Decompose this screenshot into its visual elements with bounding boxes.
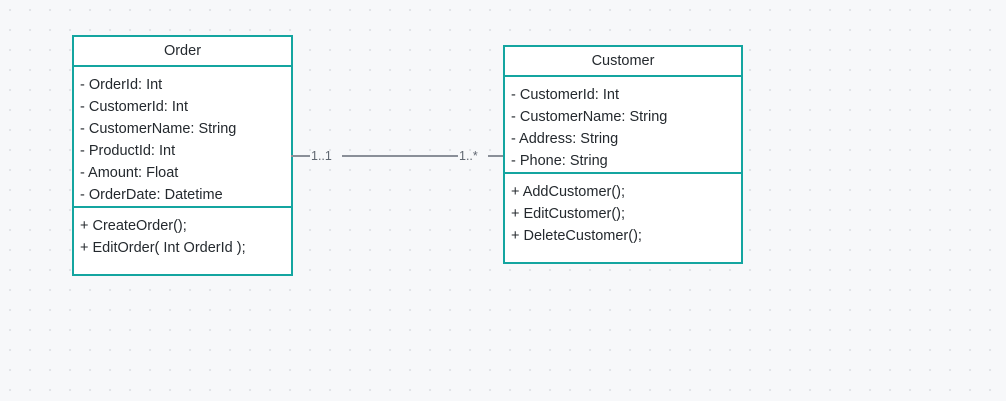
uml-attribute: - Address: String [511,131,619,147]
uml-class-order[interactable]: Order - OrderId: Int - CustomerId: Int -… [72,35,293,276]
uml-class-order-methods: + CreateOrder(); + EditOrder( Int OrderI… [74,208,291,265]
uml-attribute: - OrderDate: Datetime [80,187,223,203]
uml-attribute: - Phone: String [511,153,608,169]
uml-class-order-attributes: - OrderId: Int - CustomerId: Int - Custo… [74,67,291,208]
uml-class-customer[interactable]: Customer - CustomerId: Int - CustomerNam… [503,45,743,264]
uml-method: + AddCustomer(); [511,184,626,200]
association-line-segment [291,155,310,157]
uml-method: + CreateOrder(); [80,218,187,234]
uml-class-customer-title: Customer [505,47,741,77]
association-line-segment [342,155,458,157]
uml-method: + EditCustomer(); [511,206,626,222]
uml-class-customer-attributes: - CustomerId: Int - CustomerName: String… [505,77,741,174]
association-line-segment [488,155,505,157]
uml-class-customer-methods: + AddCustomer(); + EditCustomer(); + Del… [505,174,741,253]
uml-method: + EditOrder( Int OrderId ); [80,240,246,256]
uml-attribute: - OrderId: Int [80,77,163,93]
uml-attribute: - Amount: Float [80,165,179,181]
association-target-multiplicity: 1..* [459,149,478,163]
uml-attribute: - CustomerId: Int [80,99,188,115]
uml-class-order-title: Order [74,37,291,67]
uml-attribute: - CustomerName: String [80,121,237,137]
association-connector[interactable]: 1..1 1..* [291,146,505,166]
uml-method: + DeleteCustomer(); [511,228,642,244]
uml-attribute: - ProductId: Int [80,143,176,159]
uml-attribute: - CustomerName: String [511,109,668,125]
association-source-multiplicity: 1..1 [311,149,332,163]
uml-attribute: - CustomerId: Int [511,87,619,103]
